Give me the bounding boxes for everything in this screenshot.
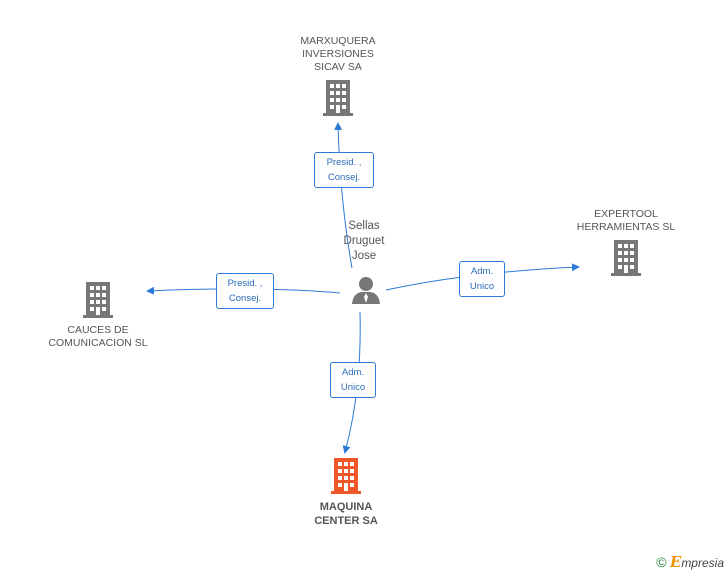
role-text: Adm. (341, 367, 365, 378)
company-name-line: MARXUQUERA (300, 35, 376, 47)
role-text: Consej. (327, 172, 361, 183)
company-name-line: MAQUINA (319, 501, 373, 513)
company-node-expertool[interactable]: EXPERTOOL HERRAMIENTAS SL (556, 208, 696, 276)
company-node-marxuquera[interactable]: MARXUQUERA INVERSIONES SICAV SA (268, 35, 408, 116)
company-name-line: CAUCES DE (67, 324, 129, 336)
role-text: Unico (340, 382, 366, 393)
role-text: Consej. (228, 293, 262, 304)
company-node-maquina[interactable]: MAQUINA CENTER SA (276, 458, 416, 528)
building-icon (323, 80, 353, 116)
building-icon (611, 240, 641, 276)
building-icon (83, 282, 113, 318)
building-icon (331, 458, 361, 494)
role-label-cauces: Presid. , Consej. (216, 273, 274, 309)
company-name-line: CENTER SA (314, 515, 378, 527)
company-node-cauces[interactable]: CAUCES DE COMUNICACION SL (28, 282, 168, 350)
company-name-line: EXPERTOOL (594, 208, 658, 220)
role-text: Presid. , (227, 278, 263, 289)
brand-name: mpresia (681, 556, 724, 570)
role-label-marxuquera: Presid. , Consej. (314, 152, 374, 188)
copyright-icon: © (656, 554, 667, 570)
person-name[interactable]: Sellas Druguet Jose (316, 219, 412, 264)
person-icon[interactable] (351, 275, 381, 305)
person-name-line: Jose (351, 250, 377, 262)
company-name-line: HERRAMIENTAS SL (576, 221, 676, 233)
role-text: Unico (469, 281, 495, 292)
company-name-line: COMUNICACION SL (48, 337, 148, 349)
edge-to-marxuquera (334, 122, 353, 269)
empresia-logo[interactable]: © Empresia (656, 553, 724, 571)
company-name-line: SICAV SA (314, 61, 362, 73)
role-text: Adm. (470, 266, 494, 277)
brand-initial: E (669, 553, 682, 571)
role-text: Presid. , (326, 157, 362, 168)
person-name-line: Sellas (348, 220, 380, 232)
role-label-expertool: Adm. Unico (459, 261, 505, 297)
role-label-maquina: Adm. Unico (330, 362, 376, 398)
company-name-line: INVERSIONES (302, 48, 374, 60)
person-name-line: Druguet (343, 235, 385, 247)
